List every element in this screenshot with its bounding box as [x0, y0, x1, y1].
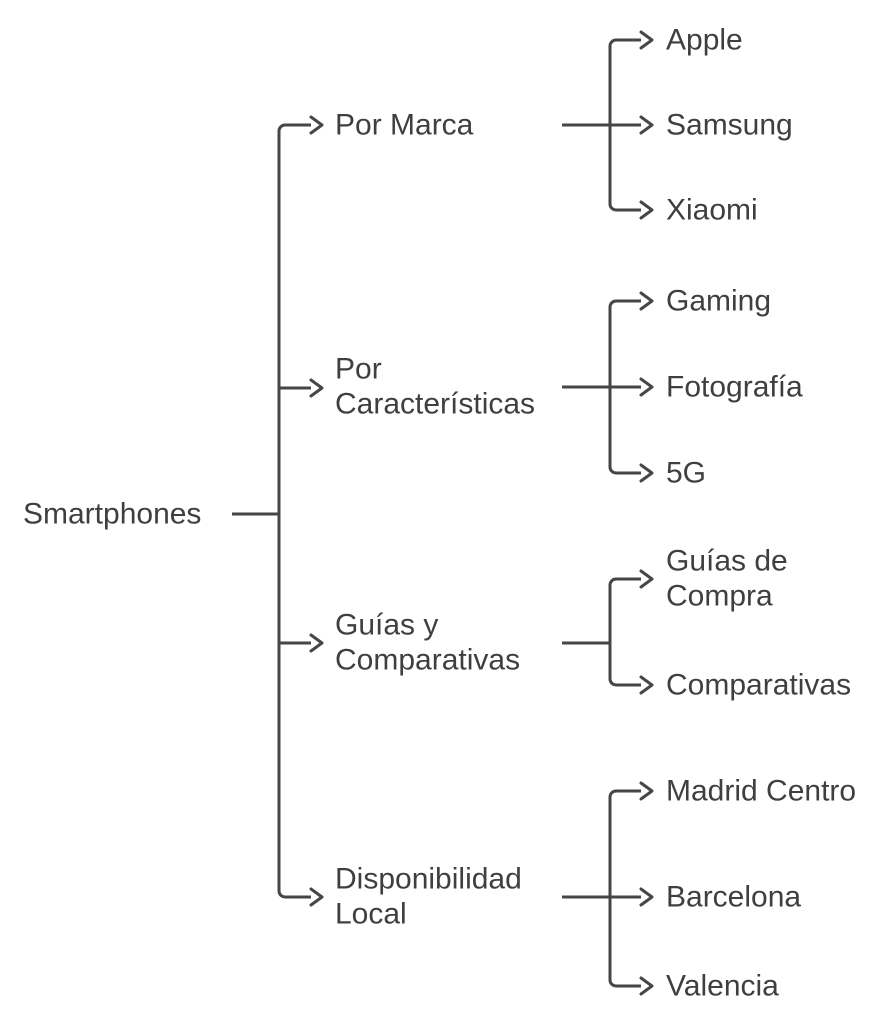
root-label: Smartphones	[23, 498, 201, 531]
arrowhead-icon	[639, 115, 654, 135]
branch-spine-guias	[608, 577, 641, 687]
child-label-fotografia: Fotografía	[666, 371, 803, 404]
child-label-apple: Apple	[666, 24, 743, 57]
branch-spine-disponibilidad	[608, 789, 641, 988]
arrowhead-icon	[309, 115, 324, 135]
arrowhead-icon	[639, 976, 654, 996]
arrowhead-icon	[639, 569, 654, 589]
branch-label-por-caracteristicas-line1: Por	[335, 353, 382, 386]
arrowhead-icon	[309, 378, 324, 398]
arrowhead-icon	[639, 200, 654, 220]
arrowhead-icon	[309, 633, 324, 653]
branch-label-por-caracteristicas-line2: Características	[335, 388, 535, 421]
arrowhead-icon	[639, 781, 654, 801]
arrowhead-icon	[639, 377, 654, 397]
branch-label-guias-line2: Comparativas	[335, 644, 520, 677]
branch-label-guias-line1: Guías y	[335, 609, 438, 642]
child-label-madrid-centro: Madrid Centro	[666, 775, 856, 808]
child-label-comparativas: Comparativas	[666, 669, 851, 702]
child-label-valencia: Valencia	[666, 970, 779, 1003]
arrowhead-icon	[639, 291, 654, 311]
child-label-guias-de-compra-line1: Guías de	[666, 545, 788, 578]
arrowhead-icon	[309, 887, 324, 907]
child-label-5g: 5G	[666, 457, 706, 490]
child-label-barcelona: Barcelona	[666, 881, 801, 914]
arrowhead-icon	[639, 463, 654, 483]
child-label-guias-de-compra-line2: Compra	[666, 580, 773, 613]
branch-spine-por-marca	[608, 38, 641, 212]
branch-label-disponibilidad-line1: Disponibilidad	[335, 863, 522, 896]
branch-label-por-marca: Por Marca	[335, 109, 474, 142]
branch-label-disponibilidad-line2: Local	[335, 898, 407, 931]
arrowhead-icon	[639, 675, 654, 695]
trunk-line	[277, 123, 311, 899]
child-label-samsung: Samsung	[666, 109, 793, 142]
branch-spine-por-caracteristicas	[608, 299, 641, 475]
child-label-xiaomi: Xiaomi	[666, 194, 758, 227]
arrowhead-icon	[639, 887, 654, 907]
arrowhead-icon	[639, 30, 654, 50]
child-label-gaming: Gaming	[666, 285, 771, 318]
